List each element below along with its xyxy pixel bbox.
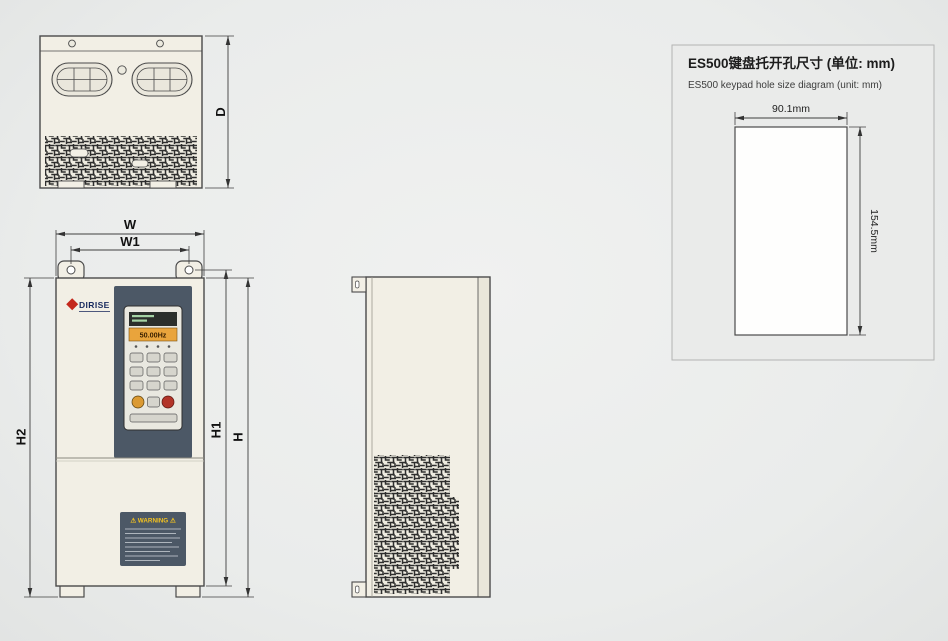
keypad-buttons[interactable]: [129, 352, 178, 423]
keypad-display: [129, 312, 177, 326]
dimension-height-inner: H1: [195, 269, 232, 587]
gland-hole-icon: [117, 65, 127, 75]
hole-width-label: 90.1mm: [772, 103, 810, 115]
keypad-hole-rect: [734, 126, 848, 336]
frequency-value: 50.00Hz: [140, 331, 167, 340]
keypad-frequency-display: [128, 327, 178, 342]
brand-logo: DIRISE: [66, 298, 110, 312]
heatsink-slot: [131, 159, 149, 168]
keypad: 50.00Hz: [123, 305, 183, 431]
bracket-slot: [355, 280, 360, 289]
warning-label: ⚠ WARNING ⚠: [120, 512, 186, 566]
dimension-height: H: [202, 277, 254, 598]
indicator-led: [156, 345, 160, 348]
dimension-width-inner: W1: [70, 234, 190, 264]
mounting-hole-right: [184, 265, 194, 275]
dim-label-depth: D: [213, 107, 228, 116]
screw-hole-icon: [68, 39, 76, 48]
keypad-hole-panel: ES500键盘托开孔尺寸 (单位: mm) ES500 keypad hole …: [671, 44, 935, 361]
warning-title: ⚠ WARNING ⚠: [130, 518, 176, 525]
terminal-block-left: [51, 62, 113, 97]
panel-title-cn: ES500键盘托开孔尺寸 (单位: mm): [688, 55, 895, 71]
indicator-led: [145, 345, 149, 348]
dimension-height-left: H2: [14, 277, 58, 598]
heatsink-slot: [69, 148, 89, 158]
terminal-block-right: [131, 62, 193, 97]
warning-label-bg: [120, 512, 186, 566]
heatsink-pattern: [45, 136, 197, 186]
display-text-line: [132, 315, 154, 318]
dim-label-H2: H2: [14, 429, 29, 446]
display-text-line: [132, 319, 147, 322]
mounting-hole-left: [66, 265, 76, 275]
dimension-hole-height: 154.5mm: [849, 126, 880, 336]
bracket-slot: [355, 585, 360, 594]
dim-label-H: H: [231, 432, 246, 441]
brand-text: DIRISE: [79, 300, 110, 310]
foot-tab: [57, 180, 85, 189]
side-back-strip: [478, 278, 489, 596]
foot-tab: [149, 180, 177, 189]
side-heatsink-step: [450, 497, 459, 569]
panel-title-en: ES500 keypad hole size diagram (unit: mm…: [688, 80, 882, 91]
dimension-width: W: [55, 217, 205, 276]
dim-label-W: W: [124, 217, 137, 232]
dim-label-W1: W1: [120, 234, 140, 249]
stop-button[interactable]: [161, 395, 175, 409]
side-view: [351, 276, 491, 598]
dim-label-H1: H1: [209, 422, 224, 439]
top-view: D: [39, 35, 234, 189]
dimension-depth: D: [205, 35, 234, 189]
front-view: DIRISE 50.00Hz: [14, 217, 254, 598]
run-button[interactable]: [131, 395, 145, 409]
side-heatsink-pattern: [374, 455, 450, 594]
screw-hole-icon: [156, 39, 164, 48]
indicator-led: [134, 345, 138, 348]
indicator-led: [167, 345, 171, 348]
dimension-hole-width: 90.1mm: [734, 103, 848, 125]
hole-height-label: 154.5mm: [868, 209, 880, 253]
